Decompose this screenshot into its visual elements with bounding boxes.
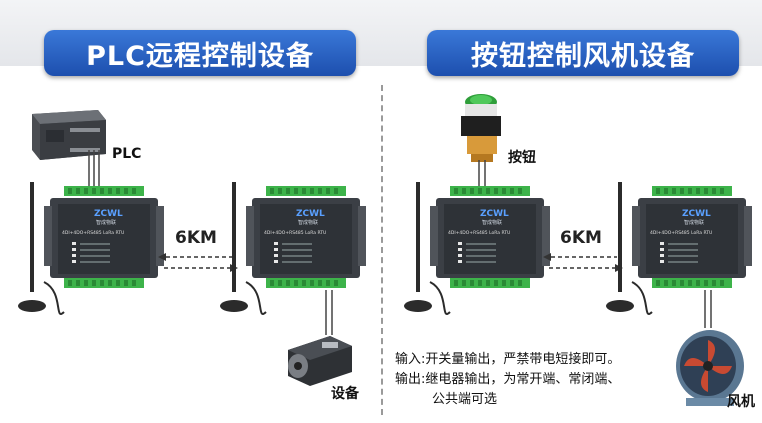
rtu-brand-sub: 智成物联	[96, 219, 116, 226]
fan-wires	[704, 290, 712, 328]
rtu-model: 4DI+4DO+RS485 LoRa RTU	[448, 230, 510, 236]
rtu-right-1: ZCWL 智成物联 4DI+4DO+RS485 LoRa RTU	[430, 186, 550, 288]
input-note: 输入:开关量输出，严禁带电短接即可。	[395, 352, 621, 367]
antenna-left-1	[18, 182, 65, 315]
right-distance: 6KM	[560, 228, 602, 248]
left-distance: 6KM	[175, 228, 217, 248]
rtu-brand-sub: 智成物联	[298, 219, 318, 226]
antenna-right-2	[606, 182, 653, 315]
plc-wires	[88, 150, 100, 188]
push-button-image	[461, 94, 501, 162]
left-title: PLC远程控制设备	[86, 40, 314, 72]
rtu-model: 4DI+4DO+RS485 LoRa RTU	[650, 230, 712, 236]
rtu-model: 4DI+4DO+RS485 LoRa RTU	[264, 230, 326, 236]
rtu-left-2: ZCWL 智成物联 4DI+4DO+RS485 LoRa RTU	[246, 186, 366, 288]
plc-label: PLC	[112, 146, 142, 162]
rtu-model: 4DI+4DO+RS485 LoRa RTU	[62, 230, 124, 236]
button-label: 按钮	[508, 150, 536, 166]
button-wires	[478, 160, 486, 188]
antenna-right-1	[404, 182, 451, 315]
rtu-left-1: ZCWL 智成物联 4DI+4DO+RS485 LoRa RTU	[44, 186, 164, 288]
plc-image	[32, 110, 106, 160]
right-title: 按钮控制风机设备	[471, 40, 695, 72]
device-label: 设备	[331, 386, 359, 402]
rtu-brand: ZCWL	[296, 209, 325, 219]
device-wires	[325, 290, 333, 335]
rtu-brand-sub: 智成物联	[482, 219, 502, 226]
output-note: 输出:继电器输出，为常开端、常闭端、	[395, 372, 621, 387]
output-note-cont: 公共端可选	[432, 392, 498, 407]
antenna-left-2	[220, 182, 267, 315]
rtu-right-2: ZCWL 智成物联 4DI+4DO+RS485 LoRa RTU	[632, 186, 752, 288]
panel-divider	[381, 85, 383, 415]
left-title-banner: PLC远程控制设备	[44, 30, 356, 76]
rtu-brand: ZCWL	[480, 209, 509, 219]
fan-image	[676, 330, 744, 406]
right-title-banner: 按钮控制风机设备	[427, 30, 739, 76]
rtu-brand-sub: 智成物联	[684, 219, 704, 226]
servo-motor-image	[288, 336, 352, 386]
rtu-brand: ZCWL	[682, 209, 711, 219]
fan-label: 风机	[727, 394, 755, 410]
rtu-brand: ZCWL	[94, 209, 123, 219]
